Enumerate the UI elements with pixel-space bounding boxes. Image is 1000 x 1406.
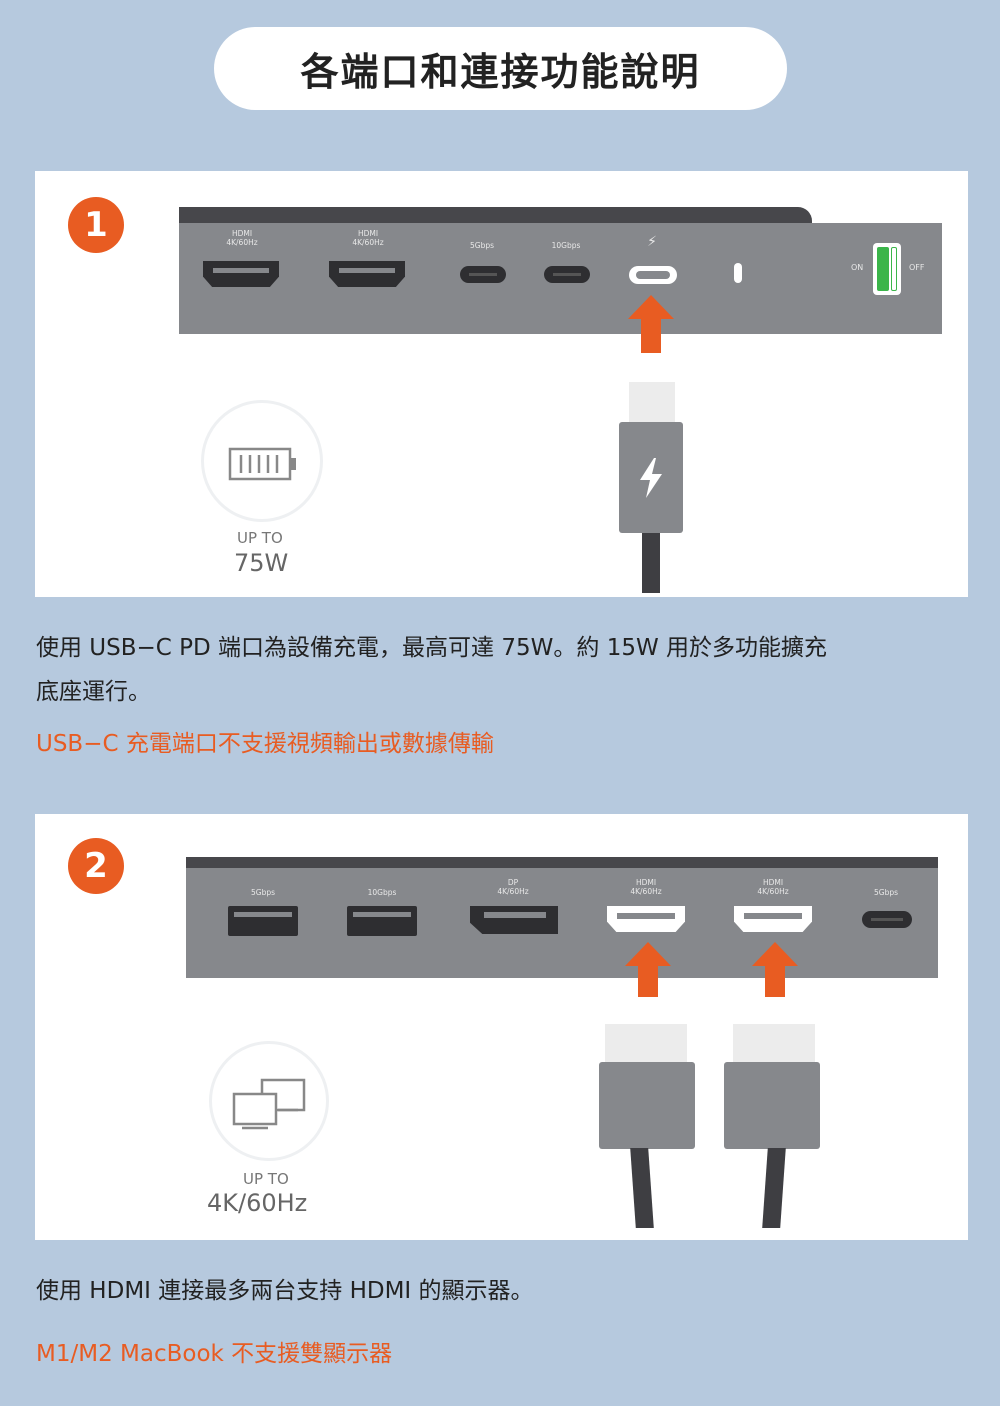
displayport-port[interactable] xyxy=(470,906,558,934)
lightning-icon: ⚡ xyxy=(647,234,657,250)
port-label-10gbps: 10Gbps xyxy=(551,241,581,250)
dock-back-panel: 5Gbps 10Gbps DP 4K/60Hz HDMI 4K/60Hz HDM… xyxy=(186,868,938,978)
power-switch[interactable] xyxy=(873,243,901,295)
section1-desc-line1: 使用 USB−C PD 端口為設備充電，最高可達 75W。約 15W 用於多功能… xyxy=(36,635,828,661)
usb-c-plug-tip xyxy=(629,382,675,422)
port-label-usbc-5gbps: 5Gbps xyxy=(873,888,898,897)
port-label-usba-5gbps: 5Gbps xyxy=(250,888,275,897)
hdmi-port-2[interactable] xyxy=(329,261,405,287)
hdmi-port-2[interactable] xyxy=(734,906,812,932)
usb-c-port-5gbps[interactable] xyxy=(460,266,506,283)
arrow-up-icon xyxy=(625,942,671,997)
port-label-hdmi-2: HDMI 4K/60Hz xyxy=(352,229,384,247)
status-led xyxy=(734,263,742,283)
usb-c-port-5gbps[interactable] xyxy=(862,911,912,928)
port-label-5gbps: 5Gbps xyxy=(469,241,494,250)
step-badge-1: 1 xyxy=(68,197,124,253)
section2-warning: M1/M2 MacBook 不支援雙顯示器 xyxy=(36,1341,393,1367)
hdmi-cable-plug-1 xyxy=(599,1062,695,1149)
port-label-usba-10gbps: 10Gbps xyxy=(367,888,397,897)
usb-c-cable-plug xyxy=(619,422,683,533)
section1-desc-line2: 底座運行。 xyxy=(36,679,151,705)
hdmi-cable-wire-1 xyxy=(630,1148,654,1228)
dock-top-edge xyxy=(186,857,938,871)
hdmi-plug-tip-1 xyxy=(605,1024,687,1064)
page-title: 各端口和連接功能說明 xyxy=(214,27,787,110)
power-switch-toggle xyxy=(877,247,889,291)
arrow-up-icon xyxy=(628,295,674,353)
hdmi-port-1[interactable] xyxy=(607,906,685,932)
port-label-hdmi-2: HDMI 4K/60Hz xyxy=(757,878,789,896)
dock-front-panel: HDMI 4K/60Hz HDMI 4K/60Hz 5Gbps 10Gbps ⚡… xyxy=(179,223,942,334)
section2-desc-line1: 使用 HDMI 連接最多兩台支持 HDMI 的顯示器。 xyxy=(36,1278,534,1304)
arrow-up-icon xyxy=(752,942,798,997)
section2-description: 使用 HDMI 連接最多兩台支持 HDMI 的顯示器。 xyxy=(36,1269,534,1313)
up-to-label: UP TO xyxy=(237,529,283,547)
dual-monitor-icon-circle xyxy=(209,1041,329,1161)
hdmi-cable-wire-2 xyxy=(762,1148,786,1228)
lightning-icon xyxy=(640,457,662,498)
hdmi-panel: 2 5Gbps 10Gbps DP 4K/60Hz HDMI 4K/60Hz H… xyxy=(35,814,968,1240)
step-badge-2: 2 xyxy=(68,838,124,894)
power-value: 75W xyxy=(234,549,289,577)
usb-a-port-10gbps[interactable] xyxy=(347,906,417,936)
usb-c-pd-port[interactable] xyxy=(629,266,677,284)
battery-icon xyxy=(228,447,296,481)
hdmi-port-1[interactable] xyxy=(203,261,279,287)
up-to-label: UP TO xyxy=(243,1170,289,1188)
usb-c-pd-panel: 1 HDMI 4K/60Hz HDMI 4K/60Hz 5Gbps 10Gbps… xyxy=(35,171,968,597)
switch-on-label: ON xyxy=(851,263,864,272)
port-label-hdmi-1: HDMI 4K/60Hz xyxy=(226,229,258,247)
port-label-dp: DP 4K/60Hz xyxy=(497,878,529,896)
usb-c-port-10gbps[interactable] xyxy=(544,266,590,283)
resolution-value: 4K/60Hz xyxy=(207,1189,308,1217)
power-switch-track xyxy=(891,247,897,291)
battery-icon-circle xyxy=(201,400,323,522)
section1-description: 使用 USB−C PD 端口為設備充電，最高可達 75W。約 15W 用於多功能… xyxy=(36,626,827,714)
usb-c-cable-wire xyxy=(642,533,660,593)
hdmi-plug-tip-2 xyxy=(733,1024,815,1064)
switch-off-label: OFF xyxy=(909,263,925,272)
hdmi-cable-plug-2 xyxy=(724,1062,820,1149)
dock-top-edge xyxy=(179,207,812,226)
dual-monitor-icon xyxy=(232,1078,306,1130)
usb-a-port-5gbps[interactable] xyxy=(228,906,298,936)
section1-warning: USB−C 充電端口不支援視頻輸出或數據傳輸 xyxy=(36,731,494,757)
port-label-hdmi-1: HDMI 4K/60Hz xyxy=(630,878,662,896)
